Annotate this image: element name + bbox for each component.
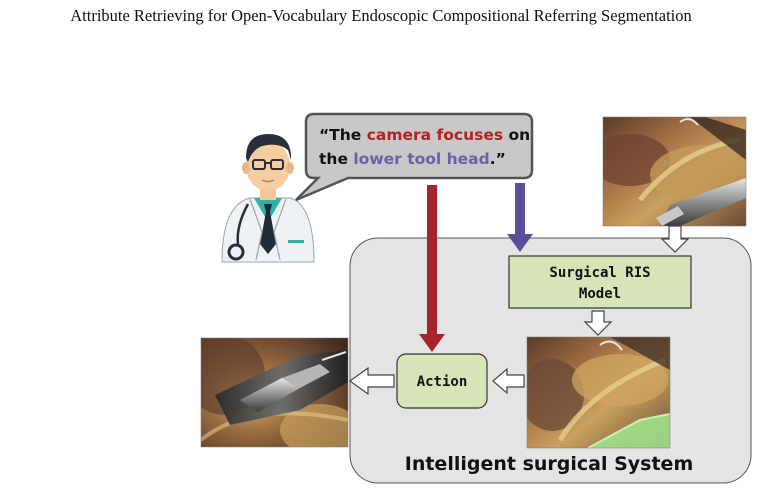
action-box [396, 353, 488, 409]
ris-model-label-1: Surgical RIS [549, 265, 650, 281]
speech-line-1: “The camera focuses on [319, 126, 530, 144]
hollow-arrow-left-2 [348, 366, 395, 396]
surgical-ris-model-box [508, 255, 692, 309]
system-label: Intelligent surgical System [405, 453, 694, 475]
ris-model-label-2: Model [579, 286, 621, 302]
doctor-icon [221, 134, 315, 263]
speech-line-2: the lower tool head.” [319, 150, 506, 168]
endoscopic-image-input [603, 117, 746, 226]
endoscopic-image-segmentation [527, 337, 670, 448]
endoscopic-image-output [201, 338, 348, 447]
speech-bubble [295, 112, 534, 202]
page-title: Attribute Retrieving for Open-Vocabulary… [70, 6, 692, 25]
purple-arrow [507, 183, 533, 252]
segmentation-mask [588, 414, 670, 448]
action-label: Action [417, 374, 468, 390]
red-arrow [419, 185, 445, 352]
hollow-arrow-down-1 [660, 225, 690, 253]
hollow-arrow-left-1 [492, 367, 525, 395]
hollow-arrow-down-2 [583, 310, 613, 336]
